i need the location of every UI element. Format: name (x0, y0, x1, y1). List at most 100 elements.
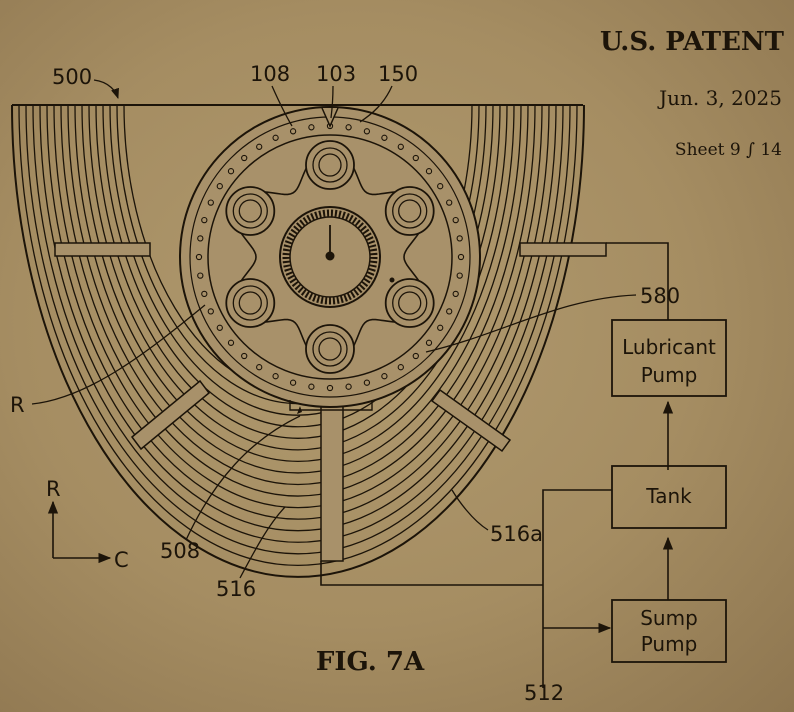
tank-box: Tank (611, 465, 727, 529)
planet-gear (392, 193, 428, 229)
ring-line (53, 105, 543, 509)
ring-line (95, 105, 501, 439)
sump-pump-label-line2: Pump (641, 632, 698, 656)
bolt-hole (207, 199, 214, 206)
strut-right (519, 242, 607, 257)
bolt-hole (363, 379, 371, 386)
leader-508 (185, 415, 301, 541)
strut-lower-left (130, 379, 211, 451)
bolt-hole (456, 272, 463, 279)
bolt-hole (452, 290, 459, 298)
lube-port (389, 277, 395, 283)
ring-line (109, 105, 487, 416)
bolt-hole (446, 199, 453, 206)
bolt-hole (197, 235, 204, 242)
sun-gear-teeth (282, 209, 378, 305)
lubricant-pump-label-line1: Lubricant (622, 335, 716, 359)
bolt-hole (363, 128, 371, 135)
patent-title: U.S. PATENT (600, 27, 785, 57)
planet-gear (232, 285, 268, 321)
ring-line (88, 105, 508, 451)
leader-108 (271, 85, 293, 127)
planet-gear (238, 199, 262, 223)
planet-gear (312, 147, 348, 183)
shaft-center (325, 251, 335, 261)
hub (179, 106, 481, 408)
ref-103: 103 (316, 62, 356, 86)
return-manifold (542, 489, 612, 688)
tank-label: Tank (645, 484, 692, 508)
leader-150 (359, 85, 393, 123)
planet-gear (318, 153, 342, 177)
bolt-hole (345, 383, 352, 390)
bolt-hole (381, 373, 388, 380)
bolt-hole (256, 143, 263, 150)
strut-bottom (320, 404, 344, 562)
bolt-hole (256, 364, 263, 371)
bolt-hole (201, 216, 208, 224)
bolt-hole (227, 339, 235, 346)
marker-508 (297, 406, 302, 414)
ref-512: 512 (524, 681, 564, 705)
bolt-hole (197, 272, 204, 279)
ring-line (11, 105, 585, 578)
planet-gear (398, 199, 422, 223)
ref-580: 580 (640, 284, 680, 308)
top-notch (321, 107, 339, 128)
ref-516: 516 (216, 577, 256, 601)
bolt-hole (201, 290, 208, 298)
ring-line (39, 105, 557, 532)
axis-r-label: R (46, 477, 61, 501)
drain-line (320, 561, 543, 586)
planet-gear (232, 193, 268, 229)
direction-axes: R C (46, 477, 129, 572)
sump-pump-label-line1: Sump (640, 606, 698, 630)
ring-line (60, 105, 536, 497)
sheet-number: Sheet 9 ∫ 14 (675, 140, 782, 160)
bolt-hole (289, 128, 297, 135)
ref-R: R (10, 393, 25, 417)
bolt-hole (437, 324, 444, 331)
ring-line (46, 105, 550, 520)
bottom-notch (289, 400, 373, 411)
radial-struts (54, 242, 607, 562)
bolt-hole (207, 308, 214, 315)
lube-supply-line (606, 242, 669, 320)
leader-516 (239, 506, 286, 579)
strut-left (54, 242, 151, 257)
ring-line (32, 105, 564, 543)
bolt-hole (227, 168, 235, 175)
lubrication-circuit (320, 242, 674, 688)
planet-gear (398, 291, 422, 315)
bolt-hole (345, 124, 352, 131)
bolt-hole (326, 384, 334, 392)
bolt-hole (457, 253, 465, 261)
bolt-hole (412, 154, 419, 162)
leader-580 (425, 294, 637, 353)
bolt-hole (308, 383, 315, 390)
bolt-hole (289, 379, 297, 386)
leader-lines (31, 79, 637, 579)
leader-103 (330, 85, 334, 119)
leader-500 (93, 79, 119, 99)
ref-508: 508 (160, 539, 200, 563)
lubricant-pump-frame (611, 319, 727, 397)
leader-R (31, 304, 206, 405)
bolt-hole (381, 134, 388, 141)
patent-date: Jun. 3, 2025 (657, 86, 782, 110)
bolt-hole (446, 308, 453, 315)
tank-frame (611, 465, 727, 529)
figure-caption: FIG. 7A (316, 647, 425, 677)
ring-line (67, 105, 529, 486)
axis-c-label: C (114, 548, 129, 572)
planet-carrier (231, 146, 429, 368)
bolt-hole (437, 183, 444, 190)
ring-line (25, 105, 571, 555)
lubricant-pump-box: Lubricant Pump (611, 319, 727, 397)
bolt-hole (412, 352, 419, 360)
leader-516a (451, 489, 489, 531)
ref-516a: 516a (490, 522, 543, 546)
sun-gear-outer (279, 206, 381, 308)
